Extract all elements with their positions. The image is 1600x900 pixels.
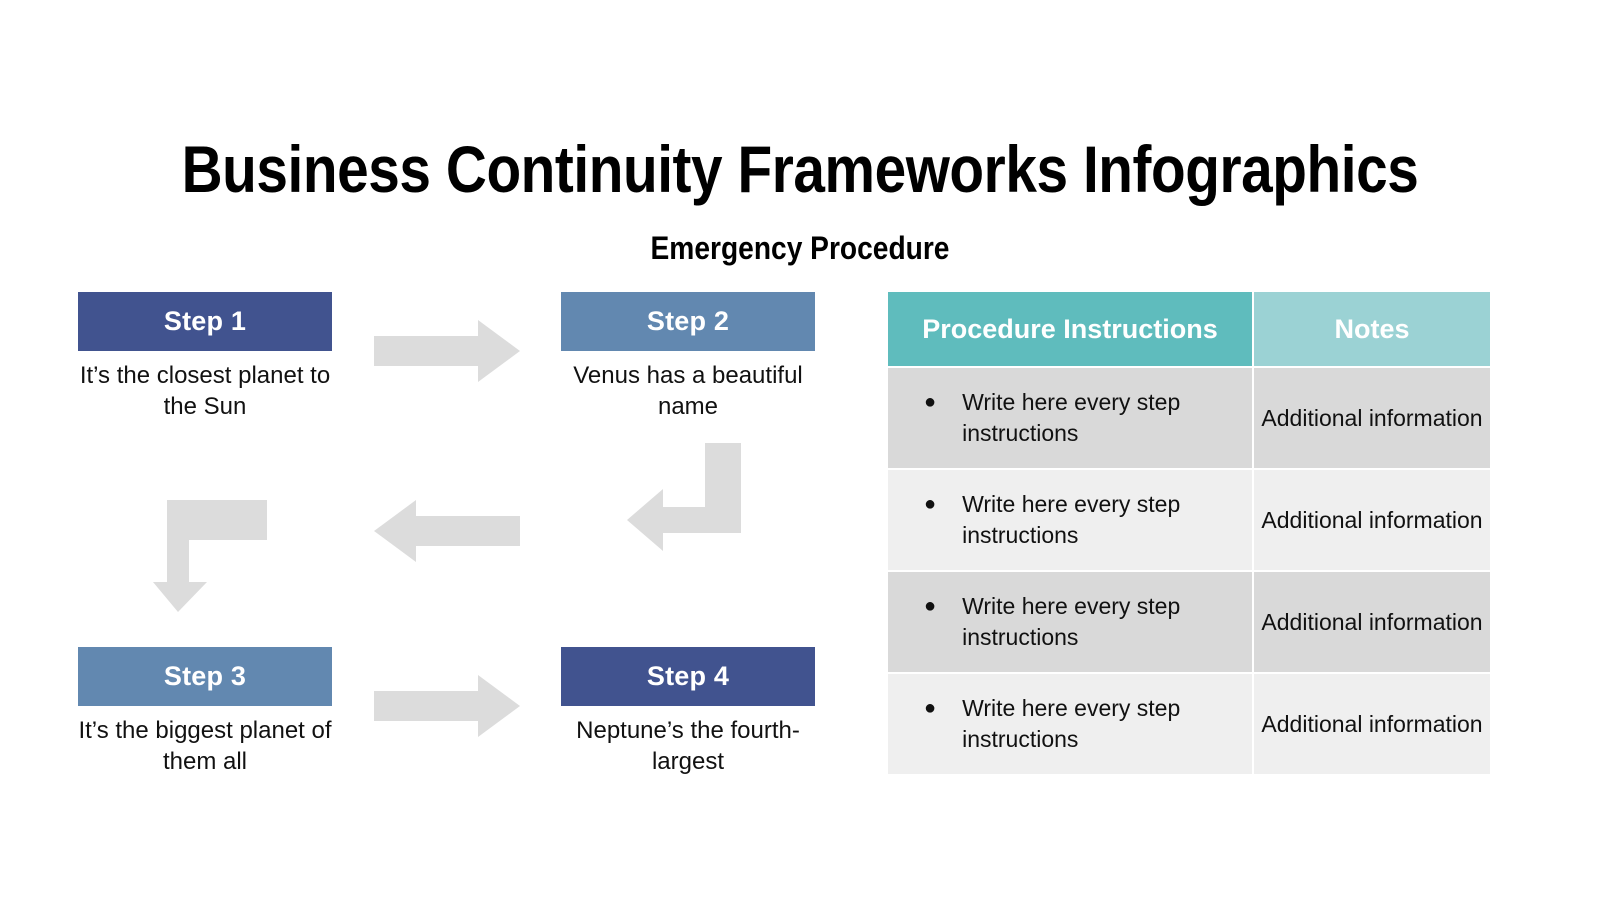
table-cell-note: Additional information xyxy=(1254,470,1490,570)
table-cell-instruction-text: Write here every step instructions xyxy=(962,491,1181,548)
table-row[interactable]: ● Write here every step instructions Add… xyxy=(888,674,1490,774)
table-row[interactable]: ● Write here every step instructions Add… xyxy=(888,470,1490,570)
table-cell-instruction-text: Write here every step instructions xyxy=(962,695,1181,752)
step-card-1-label: Step 1 xyxy=(78,292,332,351)
arrow-elbow-down-left-icon xyxy=(627,443,741,551)
bullet-icon: ● xyxy=(924,493,937,515)
procedure-table: Procedure Instructions Notes ● Write her… xyxy=(886,290,1492,776)
step-card-3-label: Step 3 xyxy=(78,647,332,706)
step-flow-diagram: Step 1 It’s the closest planet to the Su… xyxy=(78,292,815,777)
step-card-3[interactable]: Step 3 It’s the biggest planet of them a… xyxy=(78,647,332,777)
bullet-icon: ● xyxy=(924,595,937,617)
table-cell-note: Additional information xyxy=(1254,572,1490,672)
table-header-instructions: Procedure Instructions xyxy=(888,292,1252,366)
bullet-icon: ● xyxy=(924,391,937,413)
table-row[interactable]: ● Write here every step instructions Add… xyxy=(888,368,1490,468)
step-card-2-label: Step 2 xyxy=(561,292,815,351)
page-subtitle: Emergency Procedure xyxy=(650,229,950,266)
table-cell-instruction: ● Write here every step instructions xyxy=(888,470,1252,570)
table-row[interactable]: ● Write here every step instructions Add… xyxy=(888,572,1490,672)
table-cell-instruction: ● Write here every step instructions xyxy=(888,368,1252,468)
table-cell-instruction-text: Write here every step instructions xyxy=(962,389,1181,446)
table-header-row: Procedure Instructions Notes xyxy=(888,292,1490,366)
table-header-notes: Notes xyxy=(1254,292,1490,366)
table-cell-instruction: ● Write here every step instructions xyxy=(888,674,1252,774)
arrow-right-icon xyxy=(374,320,520,382)
table-cell-instruction: ● Write here every step instructions xyxy=(888,572,1252,672)
arrow-left-icon xyxy=(374,500,520,562)
table-cell-note: Additional information xyxy=(1254,674,1490,774)
step-card-3-description: It’s the biggest planet of them all xyxy=(78,717,332,775)
step-card-2[interactable]: Step 2 Venus has a beautiful name xyxy=(561,292,815,422)
arrow-right-icon xyxy=(374,675,520,737)
step-card-1-description: It’s the closest planet to the Sun xyxy=(79,362,331,420)
table-cell-instruction-text: Write here every step instructions xyxy=(962,593,1181,650)
step-card-4-description: Neptune’s the fourth-largest xyxy=(576,717,800,775)
step-card-4[interactable]: Step 4 Neptune’s the fourth-largest xyxy=(561,647,815,777)
step-card-2-description: Venus has a beautiful name xyxy=(573,362,803,420)
step-card-1[interactable]: Step 1 It’s the closest planet to the Su… xyxy=(78,292,332,422)
arrow-elbow-left-down-icon xyxy=(153,500,267,612)
bullet-icon: ● xyxy=(924,697,937,719)
step-card-4-label: Step 4 xyxy=(561,647,815,706)
page-title: Business Continuity Frameworks Infograph… xyxy=(181,132,1419,207)
table-cell-note: Additional information xyxy=(1254,368,1490,468)
